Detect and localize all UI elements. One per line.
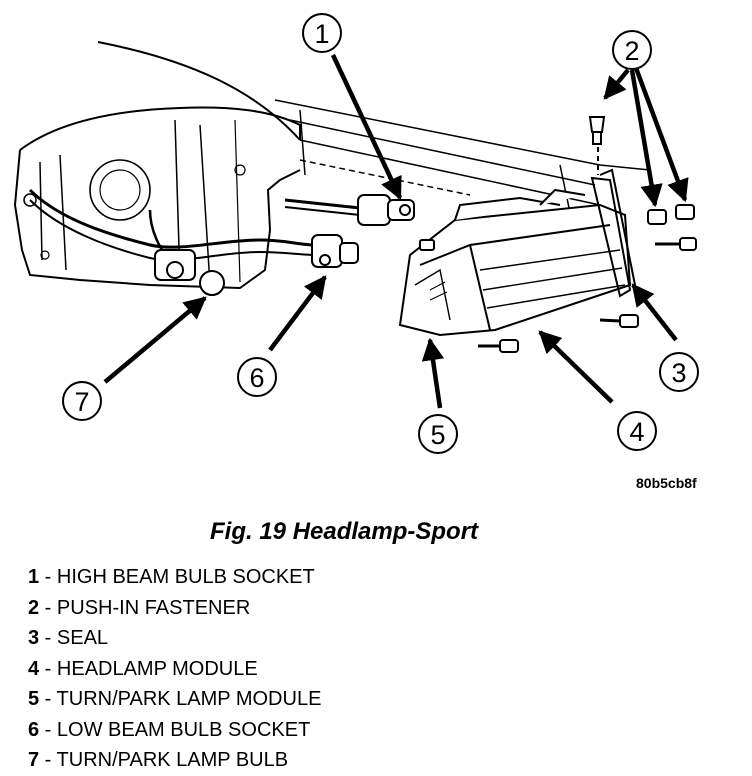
callout-1: 1: [302, 13, 342, 53]
legend-label: LOW BEAM BULB SOCKET: [56, 718, 311, 741]
legend-item: 6 - LOW BEAM BULB SOCKET: [28, 715, 321, 746]
callout-5-label: 5: [430, 420, 445, 450]
legend-separator: -: [39, 657, 57, 680]
headlamp-module: [398, 188, 632, 337]
legend-label: PUSH-IN FASTENER: [56, 596, 251, 619]
callout-6: 6: [237, 357, 277, 397]
callout-3: 3: [659, 352, 699, 392]
legend-label: SEAL: [56, 627, 109, 649]
callout-2: 2: [612, 30, 652, 70]
wiring-harness: [28, 188, 361, 262]
legend-item: 4 - HEADLAMP MODULE: [28, 654, 321, 685]
legend-item: 1 - HIGH BEAM BULB SOCKET: [28, 562, 321, 593]
headlamp-exploded-view: 1 2 3 4 5 6 7: [13, 13, 699, 454]
callout-7: 7: [62, 381, 102, 421]
legend-number: 7: [28, 749, 40, 771]
callout-5: 5: [418, 414, 458, 454]
legend-separator: -: [39, 688, 57, 710]
legend-separator: -: [39, 596, 57, 619]
callout-7-label: 7: [74, 387, 89, 417]
legend-separator: -: [39, 718, 57, 741]
legend-number: 4: [28, 657, 40, 680]
legend-number: 3: [28, 627, 40, 649]
callout-2-label: 2: [624, 36, 639, 66]
callout-4-label: 4: [629, 417, 644, 447]
legend-number: 1: [28, 566, 40, 588]
high-beam-socket: [357, 194, 415, 226]
figure-caption: Fig. 19 Headlamp-Sport: [0, 518, 752, 546]
legend-number: 5: [28, 688, 40, 710]
parts-legend: 1 - HIGH BEAM BULB SOCKET 2 - PUSH-IN FA…: [28, 562, 321, 776]
legend-item: 5 - TURN/PARK LAMP MODULE: [28, 684, 321, 715]
callout-1-label: 1: [314, 19, 329, 49]
low-beam-socket: [311, 234, 359, 268]
legend-number: 2: [28, 596, 40, 619]
legend-separator: -: [39, 627, 57, 649]
figure-caption-text: Fig. 19 Headlamp-Sport: [210, 518, 479, 545]
image-code: 80b5cb8f: [636, 475, 697, 491]
legend-separator: -: [39, 749, 57, 771]
turn-park-bulb-socket: [154, 249, 225, 296]
legend-separator: -: [39, 566, 57, 588]
fasteners: [419, 116, 697, 353]
callout-6-label: 6: [249, 363, 264, 393]
legend-item: 3 - SEAL: [28, 623, 321, 654]
seal: [590, 168, 636, 298]
callout-3-label: 3: [671, 358, 686, 388]
legend-label: TURN/PARK LAMP MODULE: [56, 688, 322, 710]
legend-label: HEADLAMP MODULE: [56, 657, 258, 680]
leader-arrows: [103, 54, 689, 409]
legend-label: HIGH BEAM BULB SOCKET: [56, 566, 315, 588]
legend-item: 2 - PUSH-IN FASTENER: [28, 593, 321, 624]
legend-item: 7 - TURN/PARK LAMP BULB: [28, 745, 321, 776]
legend-label: TURN/PARK LAMP BULB: [56, 749, 289, 771]
callout-4: 4: [617, 411, 657, 451]
legend-number: 6: [28, 718, 40, 741]
